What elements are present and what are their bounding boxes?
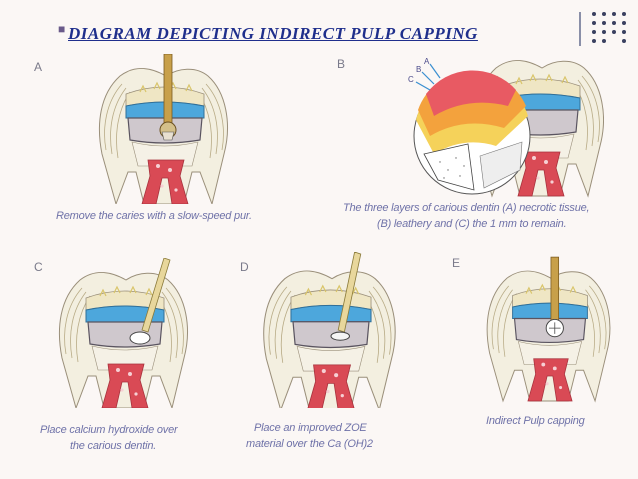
dot-grid-dot: [602, 12, 606, 16]
panel-c-letter: C: [34, 260, 43, 274]
title-bar: ■ DIAGRAM DEPICTING INDIRECT PULP CAPPIN…: [58, 18, 578, 50]
panel-b: A B C: [404, 50, 605, 200]
panel-e: [480, 256, 620, 404]
zoe-instrument: [330, 251, 362, 341]
dot-grid-dot: [622, 21, 626, 25]
panel-d-caption: Place an improved ZOE material over the …: [246, 420, 373, 452]
panel-c-caption-line-1: Place calcium hydroxide over: [40, 424, 178, 436]
panel-d-caption-line-1: Place an improved ZOE: [254, 422, 367, 434]
panel-b-caption: The three layers of carious dentin (A) n…: [343, 200, 590, 232]
dot-grid-dot: [602, 30, 606, 34]
layer-a-label: A: [424, 57, 430, 66]
panel-a: [90, 53, 240, 205]
panel-e-caption-line-1: Indirect Pulp capping: [486, 415, 585, 427]
layer-c-label: C: [408, 75, 414, 84]
panel-d: [256, 251, 406, 411]
panel-a-caption: Remove the caries with a slow-speed pur.: [56, 208, 252, 224]
dot-grid-dot: [592, 21, 596, 25]
panel-d-letter: D: [240, 260, 249, 274]
dot-grid-dot: [612, 21, 616, 25]
tooth-illustration-d: [263, 270, 396, 411]
dot-grid-dot: [602, 21, 606, 25]
panel-b-caption-line-1: The three layers of carious dentin (A) n…: [343, 202, 590, 214]
panel-c-caption-line-2: the carious dentin.: [70, 440, 157, 452]
panel-b-caption-line-2: (B) leathery and (C) the 1 mm to remain.: [377, 218, 567, 230]
tooth-illustration-e: [486, 270, 611, 402]
panel-a-caption-line-1: Remove the caries with a slow-speed pur.: [56, 210, 252, 222]
dot-grid-dot: [622, 39, 626, 43]
layer-b-label: B: [416, 65, 421, 74]
panel-c: [50, 257, 200, 409]
bullet-icon: ■: [58, 22, 66, 36]
panel-e-caption: Indirect Pulp capping: [486, 413, 585, 429]
tooth-illustration-c: [58, 271, 189, 409]
magnified-layers: [413, 70, 531, 195]
dot-grid-dot: [592, 30, 596, 34]
layer-arrows: [415, 63, 441, 91]
panel-d-caption-line-2: material over the Ca (OH)2: [246, 438, 373, 450]
dot-grid-dot: [592, 39, 596, 43]
capping-instrument: [545, 256, 564, 338]
title-divider: [579, 12, 581, 46]
dot-grid-dot: [612, 30, 616, 34]
dot-grid-icon: [592, 12, 636, 48]
slide-title: DIAGRAM DEPICTING INDIRECT PULP CAPPING: [68, 24, 478, 43]
handpiece-a: [159, 53, 177, 141]
calcium-hydroxide-instrument: [129, 257, 171, 345]
dot-grid-dot: [612, 12, 616, 16]
dot-grid-dot: [602, 39, 606, 43]
panel-e-letter: E: [452, 256, 461, 270]
dot-grid-dot: [622, 12, 626, 16]
dot-grid-dot: [592, 12, 596, 16]
panel-c-caption: Place calcium hydroxide over the carious…: [40, 422, 178, 454]
dot-grid-dot: [622, 30, 626, 34]
panel-a-letter: A: [34, 60, 43, 74]
panel-b-letter: B: [337, 57, 346, 71]
